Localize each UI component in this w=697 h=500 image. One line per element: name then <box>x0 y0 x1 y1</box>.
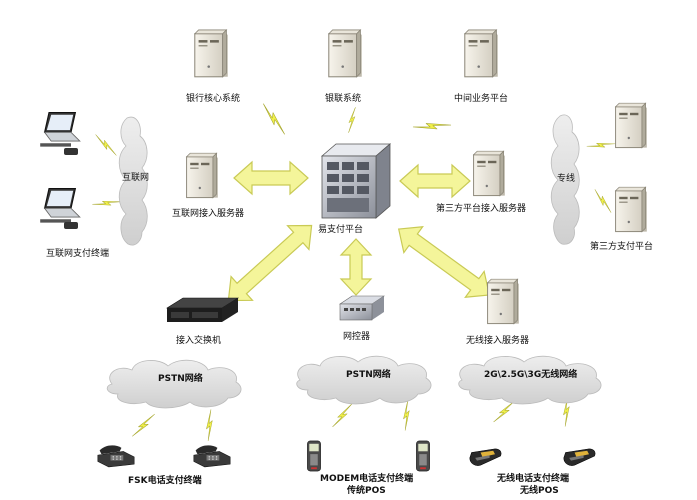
yi-pay-label: 易支付平台 <box>318 225 364 235</box>
traditional-pos-label: 传统POS <box>347 486 386 496</box>
lightning-icon <box>395 399 418 431</box>
phone-icon <box>97 444 135 468</box>
pos-icon <box>563 448 596 467</box>
pos-icon <box>306 440 322 472</box>
server-icon <box>186 152 219 199</box>
internet-server-label: 互联网接入服务器 <box>172 209 245 219</box>
pos-icon <box>469 448 502 467</box>
double-arrow-icon <box>339 238 373 296</box>
lightning-icon <box>91 134 121 156</box>
server-icon <box>194 29 229 78</box>
internet-terminal-label: 互联网支付终端 <box>46 249 110 259</box>
double-arrow-icon <box>399 163 471 199</box>
pstn1-label: PSTN网络 <box>158 374 203 384</box>
lightning-icon <box>254 103 294 135</box>
server-icon <box>614 102 648 149</box>
mainframe-icon <box>320 143 392 219</box>
wireless-terminal-label: 无线电话支付终端 <box>497 474 570 484</box>
lightning-icon <box>344 106 360 134</box>
bank-core-label: 银行核心系统 <box>185 94 241 104</box>
lightning-icon <box>332 399 353 431</box>
modem-terminal-label: MODEM电话支付终端 <box>320 474 414 484</box>
cloud-icon <box>458 355 602 405</box>
wireless-pos-label: 无线POS <box>520 486 559 496</box>
lightning-icon <box>588 188 618 214</box>
laptop-icon <box>39 187 81 224</box>
pstn2-label: PSTN网络 <box>346 370 391 380</box>
third-server-label: 第三方平台接入服务器 <box>436 204 527 214</box>
server-icon <box>614 186 648 233</box>
phone-icon <box>193 444 231 468</box>
third-platform-label: 第三方支付平台 <box>590 242 654 252</box>
server-icon <box>487 278 520 325</box>
cloud-icon <box>296 355 432 405</box>
lightning-icon <box>198 409 221 442</box>
cloud-icon <box>106 359 242 409</box>
dedicated-cloud-label: 专线 <box>557 174 576 184</box>
wireless-server-label: 无线接入服务器 <box>466 336 530 346</box>
laptop-icon <box>39 111 81 148</box>
middle-platform-label: 中间业务平台 <box>453 94 509 104</box>
hub-icon <box>339 295 385 321</box>
double-arrow-icon <box>227 224 313 302</box>
phone-icon <box>64 148 78 155</box>
lightning-icon <box>92 190 122 216</box>
access-switch-label: 接入交换机 <box>176 336 222 346</box>
pos-icon <box>415 440 431 472</box>
lightning-icon <box>586 132 616 158</box>
fsk-terminal-label: FSK电话支付终端 <box>128 476 202 486</box>
lightning-icon <box>412 110 452 142</box>
server-icon <box>464 29 499 78</box>
phone-icon <box>64 222 78 229</box>
net-controller-label: 网控器 <box>343 332 371 342</box>
switch-icon <box>165 297 240 322</box>
cloud-icon <box>550 114 580 245</box>
double-arrow-icon <box>397 225 491 299</box>
lightning-icon <box>132 409 155 442</box>
server-icon <box>328 29 363 78</box>
server-icon <box>473 150 506 197</box>
wireless-net-label: 2G\2.5G\3G无线网络 <box>484 370 578 380</box>
unionpay-label: 银联系统 <box>324 94 362 104</box>
cloud-icon <box>118 116 148 246</box>
internet-cloud-label: 互联网 <box>122 173 150 183</box>
double-arrow-icon <box>233 160 309 196</box>
